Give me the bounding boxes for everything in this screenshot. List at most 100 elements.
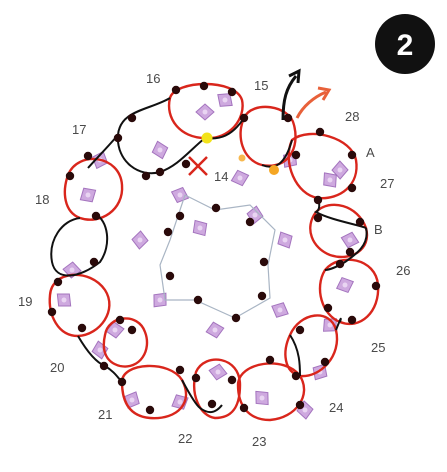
label-23: 23 [252,434,266,449]
seed-bead [348,184,356,192]
seed-bead [208,400,216,408]
crystal-highlight [260,396,265,401]
seed-bead [240,114,248,122]
red-thread-loop [238,363,304,420]
x-mark-icon [189,157,207,175]
seed-bead [48,308,56,316]
crystal-highlight [158,298,163,303]
seed-bead [292,372,300,380]
seed-bead [172,86,180,94]
crystal-highlight [138,238,143,243]
seed-bead [156,168,164,176]
label-27: 27 [380,176,394,191]
seed-bead [314,214,322,222]
crystal-highlight [348,238,353,243]
crystal-highlight [278,308,283,313]
seed-bead [166,272,174,280]
seed-bead [240,404,248,412]
highlight-bead [202,133,213,144]
crystal-highlight [113,328,118,333]
seed-bead [176,212,184,220]
seed-bead [292,151,300,159]
seed-bead [296,326,304,334]
crystal-highlight [98,348,103,353]
seed-bead [114,134,122,142]
seed-bead [324,304,332,312]
crystal-highlight [86,193,91,198]
markers [189,133,279,176]
red-thread-loop [104,318,147,366]
orange-arrow-icon [297,92,326,118]
seed-bead [346,248,354,256]
crystal-highlight [130,398,135,403]
crystal-highlight [238,176,243,181]
seed-bead [66,172,74,180]
crystal-highlight [198,226,203,231]
seed-bead [246,218,254,226]
label-20: 20 [50,360,64,375]
seed-bead [182,160,190,168]
crystal-highlight [178,400,183,405]
label-26: 26 [396,263,410,278]
label-18: 18 [35,192,49,207]
seed-bead [92,212,100,220]
label-b: B [374,222,383,237]
label-15: 15 [254,78,268,93]
seed-bead [146,406,154,414]
seed-bead [314,196,322,204]
seed-bead [128,114,136,122]
crystal-highlight [343,283,348,288]
seed-bead [372,282,380,290]
seed-bead [316,128,324,136]
crystal-highlight [303,408,308,413]
label-22: 22 [178,431,192,446]
crystal-highlight [216,370,221,375]
seed-bead [192,374,200,382]
label-24: 24 [329,400,343,415]
crystal-highlight [70,268,75,273]
seed-bead [90,258,98,266]
seed-bead [321,358,329,366]
red-thread-loop [65,159,122,220]
seed-bead [232,314,240,322]
crystal-highlight [62,298,67,303]
seed-bead [84,152,92,160]
seed-bead [260,258,268,266]
black-thread-path [51,214,107,276]
seed-bead [128,326,136,334]
crystal-highlight [283,238,288,243]
orange-bead [239,155,246,162]
seed-bead [118,378,126,386]
label-16: 16 [146,71,160,86]
seed-bead [348,316,356,324]
seed-beads [48,82,380,414]
curved-arrow-icon [283,71,329,120]
crystal-highlight [338,168,343,173]
seed-bead [164,228,172,236]
black-thread-path [182,380,222,412]
seed-bead [336,260,344,268]
seed-bead [176,366,184,374]
crystal-highlight [203,110,208,115]
label-25: 25 [371,340,385,355]
seed-bead [142,172,150,180]
seed-bead [284,114,292,122]
label-21: 21 [98,407,112,422]
crystal-highlight [223,98,228,103]
seed-bead [356,218,364,226]
seed-bead [212,204,220,212]
red-thread-loop [289,134,357,198]
crystal-highlight [178,193,183,198]
seed-bead [258,292,266,300]
orange-bead [269,165,279,175]
seed-bead [266,356,274,364]
crystal-highlight [328,178,333,183]
seed-bead [100,362,108,370]
seed-bead [228,88,236,96]
seed-bead [54,278,62,286]
step-number: 2 [397,29,414,62]
seed-bead [194,296,202,304]
seed-bead [200,82,208,90]
label-17: 17 [72,122,86,137]
